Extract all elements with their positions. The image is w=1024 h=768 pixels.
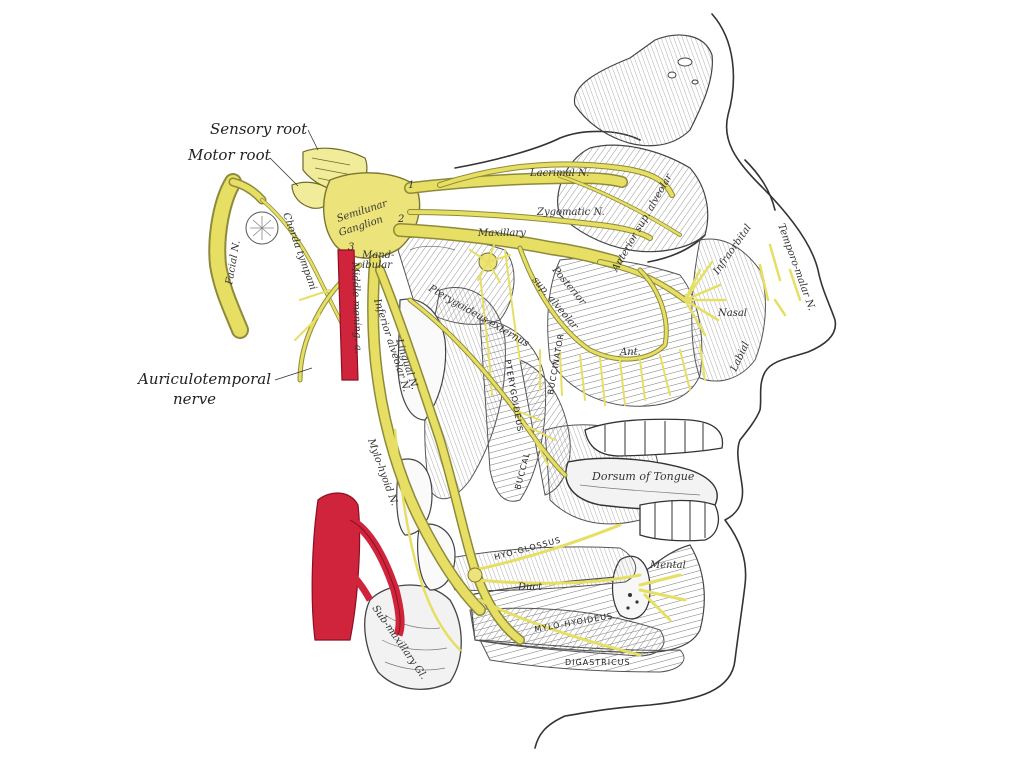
- label-nasal: Nasal: [717, 308, 747, 319]
- label-mandibular-1: Mand-: [361, 250, 395, 261]
- label-mandibular-2: ibular: [362, 260, 393, 271]
- label-division-3: 3: [348, 242, 354, 253]
- frontal-bone: [573, 34, 713, 147]
- label-motor-root: Motor root: [187, 146, 272, 164]
- label-temporo-malar: Temporo-malar N.: [775, 222, 817, 312]
- label-middle-meningeal: Middle mening. a.: [349, 261, 363, 354]
- tongue: [565, 457, 718, 511]
- buccal-nerve: [407, 297, 568, 478]
- chorda-tympani: [260, 198, 347, 332]
- label-lacrimal: Lacrimal N.: [529, 168, 589, 179]
- upper-teeth: [584, 418, 724, 457]
- submaxillary-gland: [364, 584, 462, 690]
- label-auriculotemporal-nerve: nerve: [173, 390, 216, 408]
- label-auriculotemporal: Auriculotemporal: [136, 370, 271, 388]
- semilunar-ganglion: [322, 172, 421, 259]
- maxillary-nerve: [393, 223, 622, 283]
- mandibular-division: [294, 254, 687, 657]
- label-ant: Ant.: [619, 347, 641, 358]
- label-maxillary: Maxillary: [477, 228, 526, 239]
- label-sensory-root: Sensory root: [210, 120, 308, 138]
- zygomatic-branch: [407, 209, 653, 241]
- facial-nerve: [208, 173, 279, 339]
- external-labels: Sensory root Motor root Auriculotemporal…: [136, 120, 319, 408]
- ophthalmic-branches: [404, 161, 682, 237]
- label-facial-n: Facial N.: [224, 240, 243, 287]
- label-digastricus: DIGASTRICUS: [565, 658, 631, 667]
- superior-alveolar-nerves: [479, 245, 706, 406]
- arteries: [311, 249, 405, 641]
- label-dorsum-of-tongue: Dorsum of Tongue: [591, 470, 695, 483]
- label-mental: Mental: [649, 560, 686, 571]
- label-zygomatic: Zygomatic N.: [536, 207, 605, 218]
- label-division-1: 1: [408, 180, 414, 191]
- label-duct: Duct: [517, 582, 543, 593]
- label-chorda-tympani: Chorda tympani: [280, 211, 318, 291]
- label-division-2: 2: [397, 214, 404, 225]
